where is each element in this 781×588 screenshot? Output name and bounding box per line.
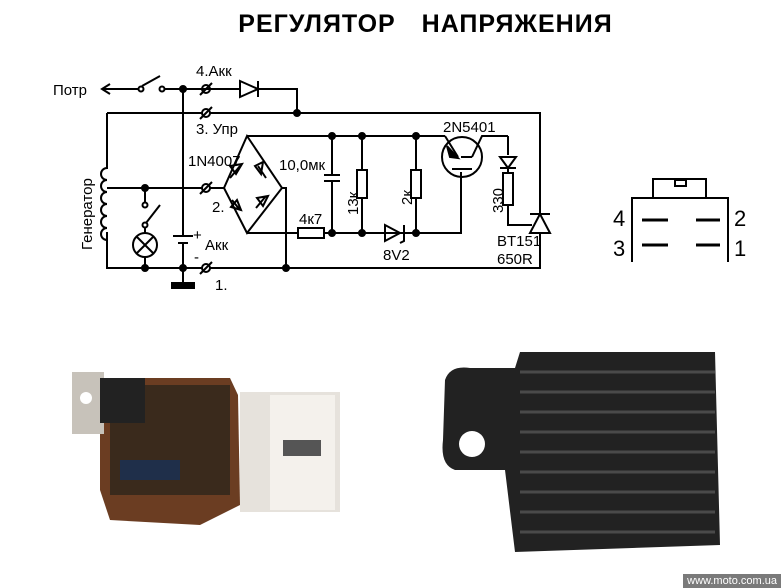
scr-thyristor bbox=[528, 211, 552, 234]
capacitor bbox=[324, 136, 340, 233]
battery-icon bbox=[173, 89, 193, 285]
pin-3-label: 3 bbox=[613, 236, 625, 261]
scr-label-2: 650R bbox=[497, 251, 533, 268]
switch-contact bbox=[137, 85, 145, 93]
r-2k-label: 2к bbox=[399, 190, 416, 205]
load-arrow bbox=[100, 83, 138, 95]
resistor-330 bbox=[502, 172, 514, 206]
load-label: Потр bbox=[53, 82, 87, 99]
battery-plus: + bbox=[193, 227, 202, 244]
terminal-4-label: 4.Акк bbox=[196, 63, 232, 80]
capacitor-label: 10,0мк bbox=[279, 157, 326, 174]
resistor-4k7 bbox=[297, 227, 325, 239]
transistor-2n5401 bbox=[441, 136, 483, 178]
regulator-photo bbox=[442, 352, 720, 552]
pcb-photo bbox=[72, 372, 340, 525]
resistor-2k bbox=[410, 169, 422, 199]
pin-1-label: 1 bbox=[734, 236, 746, 261]
diode-bridge bbox=[222, 133, 284, 235]
lamp-switch bbox=[145, 204, 161, 224]
watermark: www.moto.com.ua bbox=[683, 574, 781, 588]
battery-minus: - bbox=[194, 249, 199, 266]
load-switch bbox=[141, 75, 161, 87]
r-4k7-label: 4к7 bbox=[299, 211, 322, 228]
pin-4-label: 4 bbox=[613, 206, 625, 231]
terminal-1-label: 1. bbox=[215, 277, 228, 294]
transistor-label: 2N5401 bbox=[443, 119, 496, 136]
terminal-2-label: 2. bbox=[212, 199, 225, 216]
zener-label: 8V2 bbox=[383, 247, 410, 264]
r-330-label: 330 bbox=[490, 188, 507, 213]
terminal-3-label: 3. Упр bbox=[196, 121, 238, 138]
connector-pinout bbox=[631, 178, 729, 262]
pin-2-label: 2 bbox=[734, 206, 746, 231]
page-title: РЕГУЛЯТОР НАПРЯЖЕНИЯ bbox=[238, 10, 613, 38]
bridge-label: 1N4007 bbox=[188, 153, 241, 170]
generator-label: Генератор bbox=[79, 178, 96, 250]
r-13k-label: 13к bbox=[345, 191, 362, 215]
battery-label: Акк bbox=[205, 237, 229, 254]
generator-coil bbox=[100, 113, 108, 268]
resistor-13k bbox=[356, 169, 368, 199]
scr-label-1: BT151 bbox=[497, 233, 541, 250]
